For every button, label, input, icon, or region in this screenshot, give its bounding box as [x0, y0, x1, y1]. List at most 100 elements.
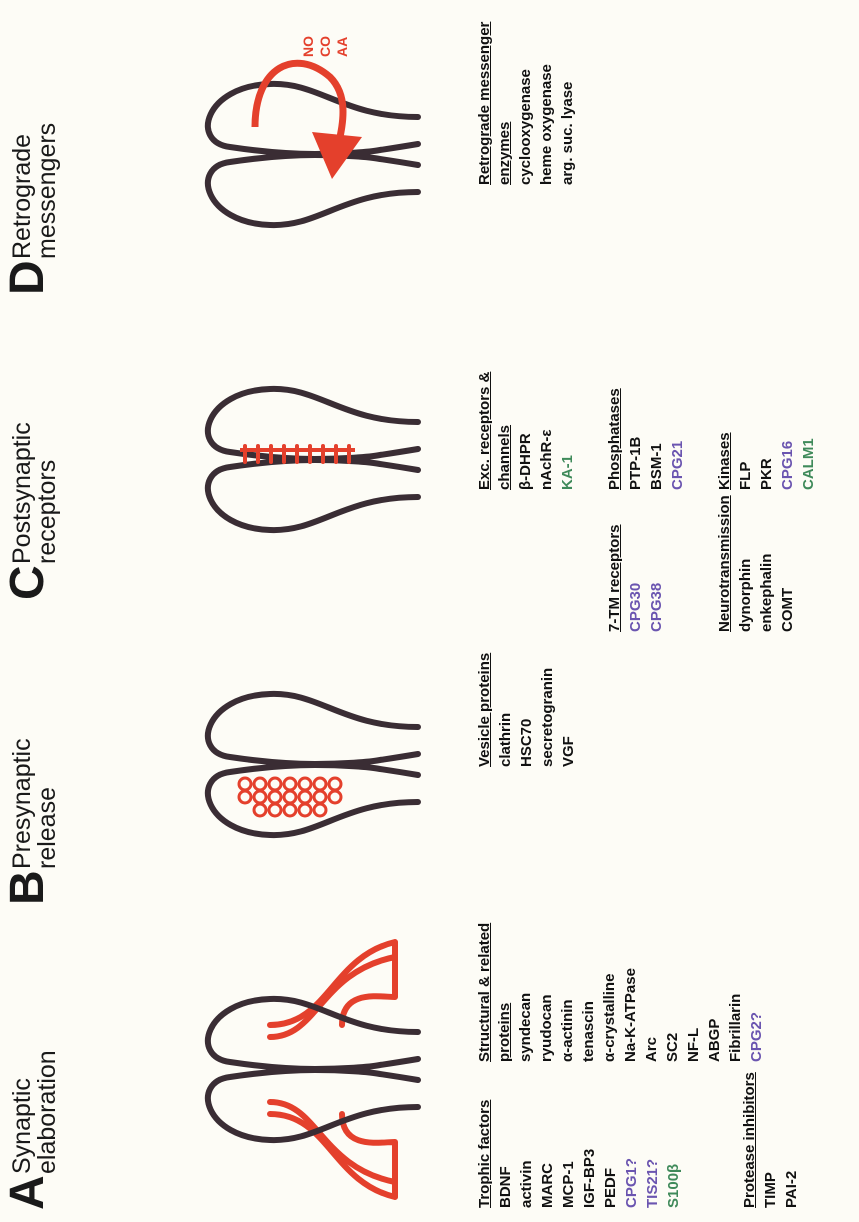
list-item: MCP-1 [558, 1100, 579, 1208]
neurotransmission-list: Neurotransmission dynorphin enkephalin C… [715, 495, 798, 632]
list-item: FLP [735, 432, 756, 490]
vesicle [284, 791, 296, 803]
list-item: CPG16 [777, 432, 798, 490]
vesicle [314, 778, 326, 790]
list-item: CPG30 [625, 524, 646, 632]
panel-b-synapse-diagram [80, 612, 440, 917]
list-item: PKR [756, 432, 777, 490]
list-item: syndecan [515, 923, 536, 1062]
phosphatases-heading: Phosphatases [605, 388, 625, 490]
list-item: PTP-1B [625, 388, 646, 490]
vesicle [284, 804, 296, 816]
vesicle [254, 804, 266, 816]
panel-a: A Synaptic elaboration Trophic factors B… [0, 917, 859, 1222]
trophic-factors-list: Trophic factors BDNF activin MARC MCP-1 … [475, 1100, 684, 1208]
panel-a-postsynaptic-terminal [208, 999, 418, 1069]
list-item: VGF [558, 653, 579, 767]
list-item: CALM1 [798, 432, 819, 490]
exc-heading-line1: Exc. receptors & [475, 372, 495, 490]
messenger-label: NO [300, 36, 317, 57]
panel-c: C Postsynaptic receptors 7-TM receptors [0, 307, 859, 612]
excitatory-receptors-list: Exc. receptors & channels β-DHPR nAchR-ε… [475, 372, 578, 490]
messenger-label: CO [317, 36, 334, 57]
list-item: activin [516, 1100, 537, 1208]
vesicle [284, 778, 296, 790]
protease-inhibitors-heading: Protease inhibitors [740, 1072, 760, 1208]
list-item: NF-L [683, 923, 704, 1062]
vesicle [239, 791, 251, 803]
list-item: nAchR-ε [536, 372, 557, 490]
panel-d-title-line1: Retrograde [10, 134, 35, 259]
list-item: KA-1 [557, 372, 578, 490]
panel-d: D Retrograde messengers NO CO AA Retrogr… [0, 2, 859, 307]
list-item: tenascin [578, 923, 599, 1062]
list-item: Arc [641, 923, 662, 1062]
list-item: MARC [537, 1100, 558, 1208]
list-item: BSM-1 [646, 388, 667, 490]
panel-b: B Presynaptic release [0, 612, 859, 917]
vesicle [329, 778, 341, 790]
list-item: Na-K-ATPase [620, 923, 641, 1062]
panel-a-title-line1: Synaptic [10, 1078, 35, 1174]
panel-d-presynaptic-terminal [208, 155, 418, 225]
vesicle [239, 778, 251, 790]
list-item: dynorphin [735, 495, 756, 632]
vesicle [269, 804, 281, 816]
vesicle [254, 791, 266, 803]
list-item: S100β [663, 1100, 684, 1208]
retrograde-enzymes-list: Retrograde messenger enzymes cyclooxygen… [475, 22, 578, 185]
vesicle [254, 778, 266, 790]
list-item: PAI-2 [781, 1072, 802, 1208]
list-item: ABGP [704, 923, 725, 1062]
list-item: α-crystalline [599, 923, 620, 1062]
structural-heading-line1: Structural & related [475, 923, 495, 1062]
list-item: TIMP [760, 1072, 781, 1208]
panel-d-title-line2: messengers [35, 123, 60, 259]
panel-b-letter: B [4, 870, 52, 905]
list-item: HSC70 [516, 653, 537, 767]
retrograde-messenger-labels: NO CO AA [300, 36, 351, 57]
panel-b-title-line1: Presynaptic [10, 738, 35, 869]
protease-inhibitors-list: Protease inhibitors TIMP PAI-2 [740, 1072, 802, 1208]
list-item: secretogranin [537, 653, 558, 767]
structural-heading-line2: proteins [495, 923, 515, 1062]
panel-b-postsynaptic-terminal [208, 694, 418, 764]
list-item: enkephalin [756, 495, 777, 632]
list-item: CPG2? [746, 923, 767, 1062]
messenger-label: AA [334, 36, 351, 57]
vesicle-proteins-list: Vesicle proteins clathrin HSC70 secretog… [475, 653, 579, 767]
list-item: CPG21 [667, 388, 688, 490]
vesicle [299, 778, 311, 790]
phosphatases-list: Phosphatases PTP-1B BSM-1 CPG21 [605, 388, 688, 490]
panel-c-synapse-diagram [80, 307, 440, 612]
vesicle [329, 791, 341, 803]
vesicle [299, 791, 311, 803]
panel-c-title-line1: Postsynaptic [10, 422, 35, 564]
panel-c-presynaptic-terminal [208, 460, 418, 530]
list-item: clathrin [495, 653, 516, 767]
list-item: cyclooxygenase [515, 22, 536, 185]
trophic-factors-heading: Trophic factors [475, 1100, 495, 1208]
list-item: TIS21? [642, 1100, 663, 1208]
kinases-list: Kinases FLP PKR CPG16 CALM1 [715, 432, 819, 490]
exc-heading-line2: channels [495, 372, 515, 490]
list-item: CPG38 [646, 524, 667, 632]
list-item: α-actinin [557, 923, 578, 1062]
vesicle [314, 804, 326, 816]
neurotransmission-heading: Neurotransmission [715, 495, 735, 632]
panel-d-postsynaptic-terminal [208, 84, 418, 154]
panel-c-letter: C [4, 565, 52, 600]
retrograde-heading-line1: Retrograde messenger [475, 22, 495, 185]
list-item: PEDF [600, 1100, 621, 1208]
kinases-heading: Kinases [715, 432, 735, 490]
retrograde-heading-line2: enzymes [495, 22, 515, 185]
vesicle [299, 804, 311, 816]
list-item: Fibrillarin [725, 923, 746, 1062]
structural-proteins-list: Structural & related proteins syndecan r… [475, 923, 767, 1062]
seven-tm-heading: 7-TM receptors [605, 524, 625, 632]
seven-tm-receptors-list: 7-TM receptors CPG30 CPG38 [605, 524, 667, 632]
panel-c-title-line2: receptors [35, 460, 60, 564]
list-item: β-DHPR [515, 372, 536, 490]
list-item: arg. suc. lyase [557, 22, 578, 185]
